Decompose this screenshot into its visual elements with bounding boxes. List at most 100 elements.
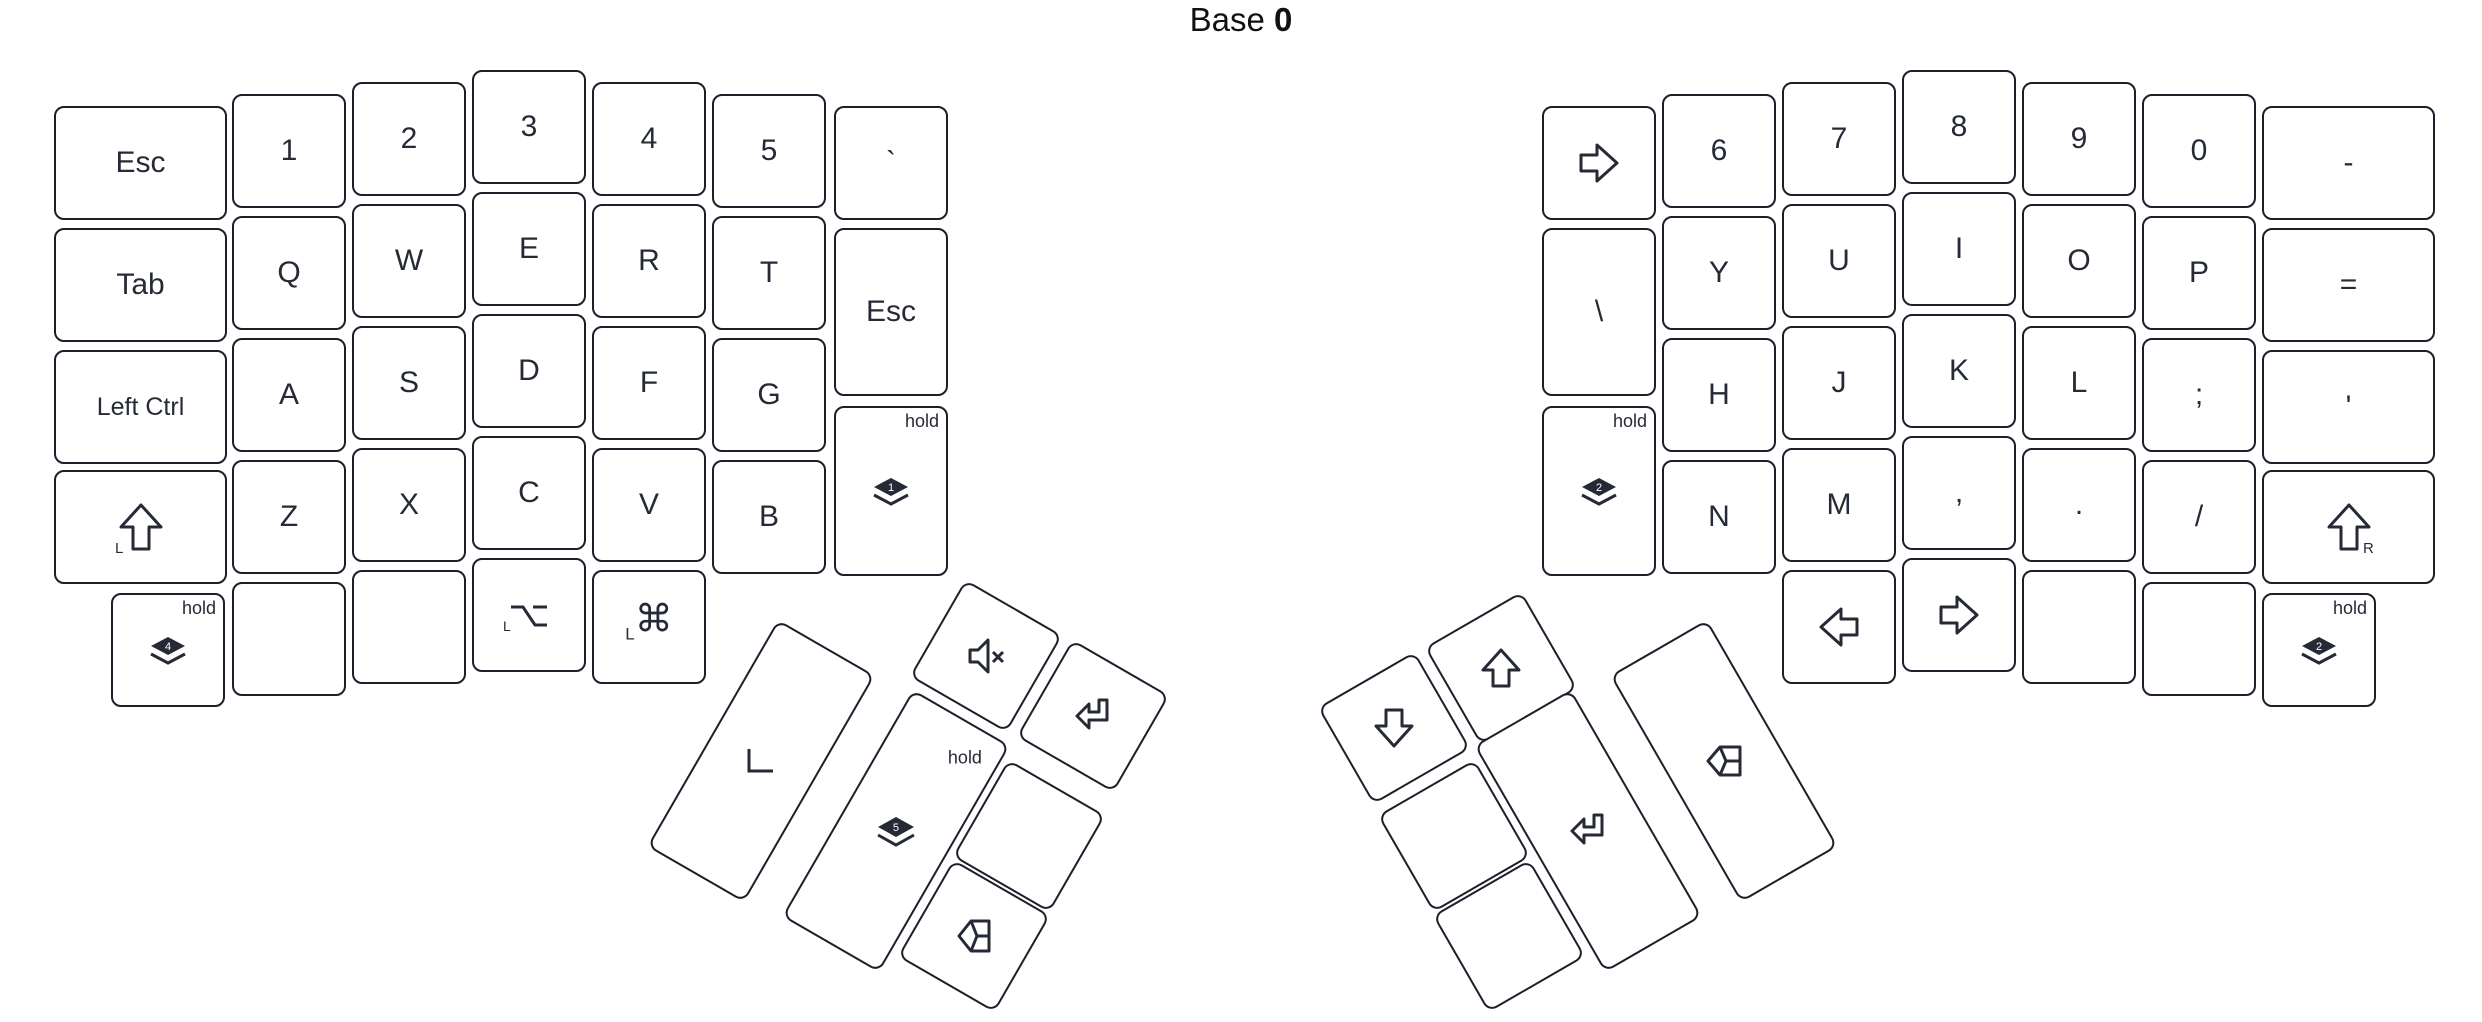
key-slash[interactable]: / bbox=[2142, 460, 2256, 574]
key-label: Tab bbox=[116, 268, 165, 301]
key-label: = bbox=[2339, 268, 2358, 301]
key-left-option[interactable]: L bbox=[472, 558, 586, 672]
key-comma[interactable]: , bbox=[1902, 436, 2016, 550]
key-backspace[interactable] bbox=[1610, 619, 1838, 903]
command-icon: L⌘ bbox=[625, 598, 673, 644]
key-r[interactable]: R bbox=[592, 204, 706, 318]
key-label: J bbox=[1831, 366, 1847, 399]
key-j[interactable]: J bbox=[1782, 326, 1896, 440]
key-layer-5-hold[interactable]: hold 5 bbox=[782, 689, 1010, 973]
key-x[interactable]: X bbox=[352, 448, 466, 562]
key-semicolon[interactable]: ; bbox=[2142, 338, 2256, 452]
key-label: , bbox=[1954, 476, 1964, 509]
key-d[interactable]: D bbox=[472, 314, 586, 428]
key-label: 5 bbox=[760, 134, 778, 167]
key-left-arrow[interactable] bbox=[1782, 570, 1896, 684]
key-label: 7 bbox=[1830, 122, 1848, 155]
key-c[interactable]: C bbox=[472, 436, 586, 550]
key-4[interactable]: 4 bbox=[592, 82, 706, 196]
key-q[interactable]: Q bbox=[232, 216, 346, 330]
key-esc[interactable]: Esc bbox=[54, 106, 227, 220]
key-label: L bbox=[2070, 366, 2088, 399]
key-up-arrow[interactable] bbox=[1424, 591, 1578, 745]
key-1[interactable]: 1 bbox=[232, 94, 346, 208]
key-left-command[interactable]: L⌘ bbox=[592, 570, 706, 684]
hold-label: hold bbox=[181, 598, 216, 618]
backspace-icon bbox=[1706, 745, 1742, 777]
key-6[interactable]: 6 bbox=[1662, 94, 1776, 208]
layer-name: Base bbox=[1189, 1, 1265, 38]
key-label: D bbox=[518, 354, 540, 387]
shift-side-label: L bbox=[115, 540, 123, 557]
key-grave[interactable]: ` bbox=[834, 106, 948, 220]
key-z[interactable]: Z bbox=[232, 460, 346, 574]
key-7[interactable]: 7 bbox=[1782, 82, 1896, 196]
key-layer-2-hold[interactable]: hold 2 bbox=[1542, 406, 1656, 576]
key-h[interactable]: H bbox=[1662, 338, 1776, 452]
key-l[interactable]: L bbox=[2022, 326, 2136, 440]
key-0[interactable]: 0 bbox=[2142, 94, 2256, 208]
key-layer-2-hold-bottom[interactable]: hold 2 bbox=[2262, 593, 2376, 707]
key-y[interactable]: Y bbox=[1662, 216, 1776, 330]
key-minus[interactable]: - bbox=[2262, 106, 2435, 220]
key-label: V bbox=[638, 488, 659, 521]
key-e[interactable]: E bbox=[472, 192, 586, 306]
key-3[interactable]: 3 bbox=[472, 70, 586, 184]
key-5[interactable]: 5 bbox=[712, 94, 826, 208]
key-down-arrow[interactable] bbox=[1317, 651, 1471, 805]
key-t[interactable]: T bbox=[712, 216, 826, 330]
shift-side-label: R bbox=[2363, 540, 2374, 557]
key-label: E bbox=[518, 232, 539, 265]
key-9[interactable]: 9 bbox=[2022, 82, 2136, 196]
key-f[interactable]: F bbox=[592, 326, 706, 440]
option-icon: L bbox=[503, 605, 547, 634]
key-label: 1 bbox=[280, 134, 298, 167]
key-label: W bbox=[394, 244, 424, 277]
key-label: Z bbox=[279, 500, 299, 533]
key-s[interactable]: S bbox=[352, 326, 466, 440]
key-quote[interactable]: ' bbox=[2262, 350, 2435, 464]
key-a[interactable]: A bbox=[232, 338, 346, 452]
key-p[interactable]: P bbox=[2142, 216, 2256, 330]
key-label: S bbox=[398, 366, 419, 399]
key-label: A bbox=[278, 378, 299, 411]
key-k[interactable]: K bbox=[1902, 314, 2016, 428]
key-right-arrow-inner[interactable] bbox=[1542, 106, 1656, 220]
key-enter-right[interactable] bbox=[1474, 689, 1702, 973]
key-blank[interactable] bbox=[232, 582, 346, 696]
key-blank[interactable] bbox=[2022, 570, 2136, 684]
layer-icon: 2 bbox=[1581, 478, 1617, 506]
key-label: H bbox=[1708, 378, 1730, 411]
key-n[interactable]: N bbox=[1662, 460, 1776, 574]
layer-icon: 4 bbox=[150, 637, 186, 665]
key-space[interactable] bbox=[647, 619, 875, 903]
key-right-arrow[interactable] bbox=[1902, 558, 2016, 672]
shift-icon: L bbox=[115, 503, 162, 557]
key-w[interactable]: W bbox=[352, 204, 466, 318]
key-v[interactable]: V bbox=[592, 448, 706, 562]
key-enter-left[interactable] bbox=[1016, 639, 1170, 793]
key-blank[interactable] bbox=[2142, 582, 2256, 696]
key-g[interactable]: G bbox=[712, 338, 826, 452]
key-mute[interactable] bbox=[909, 579, 1063, 733]
key-layer-4-hold[interactable]: hold 4 bbox=[111, 593, 225, 707]
key-left-shift[interactable]: L bbox=[54, 470, 227, 584]
key-b[interactable]: B bbox=[712, 460, 826, 574]
key-u[interactable]: U bbox=[1782, 204, 1896, 318]
key-equals[interactable]: = bbox=[2262, 228, 2435, 342]
key-8[interactable]: 8 bbox=[1902, 70, 2016, 184]
key-o[interactable]: O bbox=[2022, 204, 2136, 318]
key-m[interactable]: M bbox=[1782, 448, 1896, 562]
key-right-shift[interactable]: R bbox=[2262, 470, 2435, 584]
key-tab-thumb[interactable] bbox=[897, 859, 1051, 1013]
key-left-ctrl[interactable]: Left Ctrl bbox=[54, 350, 227, 464]
key-i[interactable]: I bbox=[1902, 192, 2016, 306]
key-layer-1-hold[interactable]: hold 1 bbox=[834, 406, 948, 576]
key-tab[interactable]: Tab bbox=[54, 228, 227, 342]
key-blank[interactable] bbox=[352, 570, 466, 684]
key-esc-inner[interactable]: Esc bbox=[834, 228, 948, 396]
key-backslash[interactable]: \ bbox=[1542, 228, 1656, 396]
space-bar-icon bbox=[747, 748, 773, 773]
key-2[interactable]: 2 bbox=[352, 82, 466, 196]
key-period[interactable]: . bbox=[2022, 448, 2136, 562]
